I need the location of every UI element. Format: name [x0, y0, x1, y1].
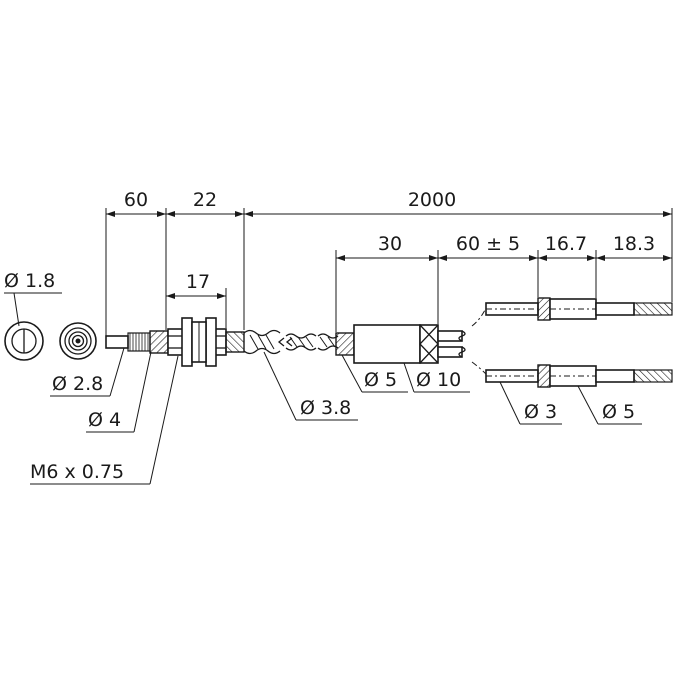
- dim-30: 30: [378, 233, 402, 255]
- sensor-head: [105, 317, 245, 367]
- dim-60: 60: [124, 189, 148, 211]
- dim-16-7: 16.7: [545, 233, 587, 255]
- dim-22: 22: [193, 189, 217, 211]
- label-dia-10: Ø 10: [416, 369, 461, 391]
- connector-end-view: [59, 322, 97, 360]
- dim-2000: 2000: [408, 189, 456, 211]
- label-dia-1-8: Ø 1.8: [4, 270, 55, 292]
- label-dia-2-8: Ø 2.8: [52, 373, 103, 395]
- dim-60-tolerance: 60 ± 5: [456, 233, 520, 255]
- cable-jacket: [243, 329, 339, 355]
- label-thread-m6: M6 x 0.75: [30, 461, 124, 483]
- dim-17: 17: [186, 271, 210, 293]
- label-dia-5-splitter: Ø 5: [364, 369, 397, 391]
- fiber-end-view: [4, 321, 44, 361]
- dim-18-3: 18.3: [613, 233, 655, 255]
- label-dia-3-8: Ø 3.8: [300, 397, 351, 419]
- label-dia-3: Ø 3: [524, 401, 557, 423]
- splitter-housing: [335, 307, 487, 375]
- fiber-end-2: [485, 364, 673, 388]
- fiber-end-1: [485, 297, 673, 321]
- label-dia-5-end: Ø 5: [602, 401, 635, 423]
- dimension-lines: [106, 211, 672, 299]
- leader-lines: [4, 292, 642, 485]
- label-dia-4: Ø 4: [88, 409, 121, 431]
